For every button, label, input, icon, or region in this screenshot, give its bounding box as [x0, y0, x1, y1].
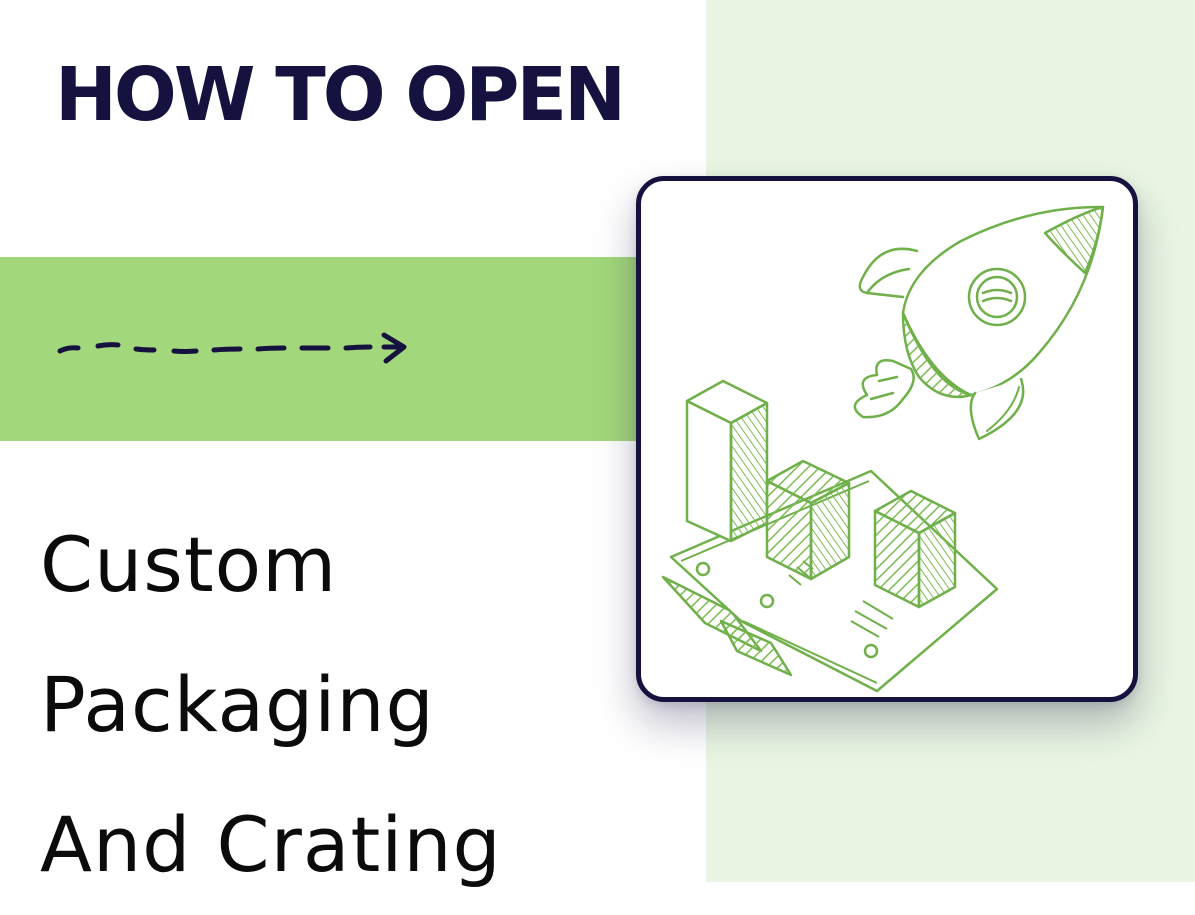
title-line-1: Custom — [40, 520, 338, 609]
illustration-card — [636, 176, 1138, 702]
title-line-2: Packaging — [40, 660, 435, 749]
page-title: Custom Packaging And Crating — [40, 495, 502, 915]
dashed-arrow-icon — [57, 332, 407, 364]
headline: HOW TO OPEN — [55, 52, 626, 138]
illustration — [661, 205, 1105, 693]
rocket-icon — [853, 205, 1105, 441]
bar-chart-icon — [685, 379, 957, 609]
title-line-3: And Crating — [40, 800, 502, 889]
